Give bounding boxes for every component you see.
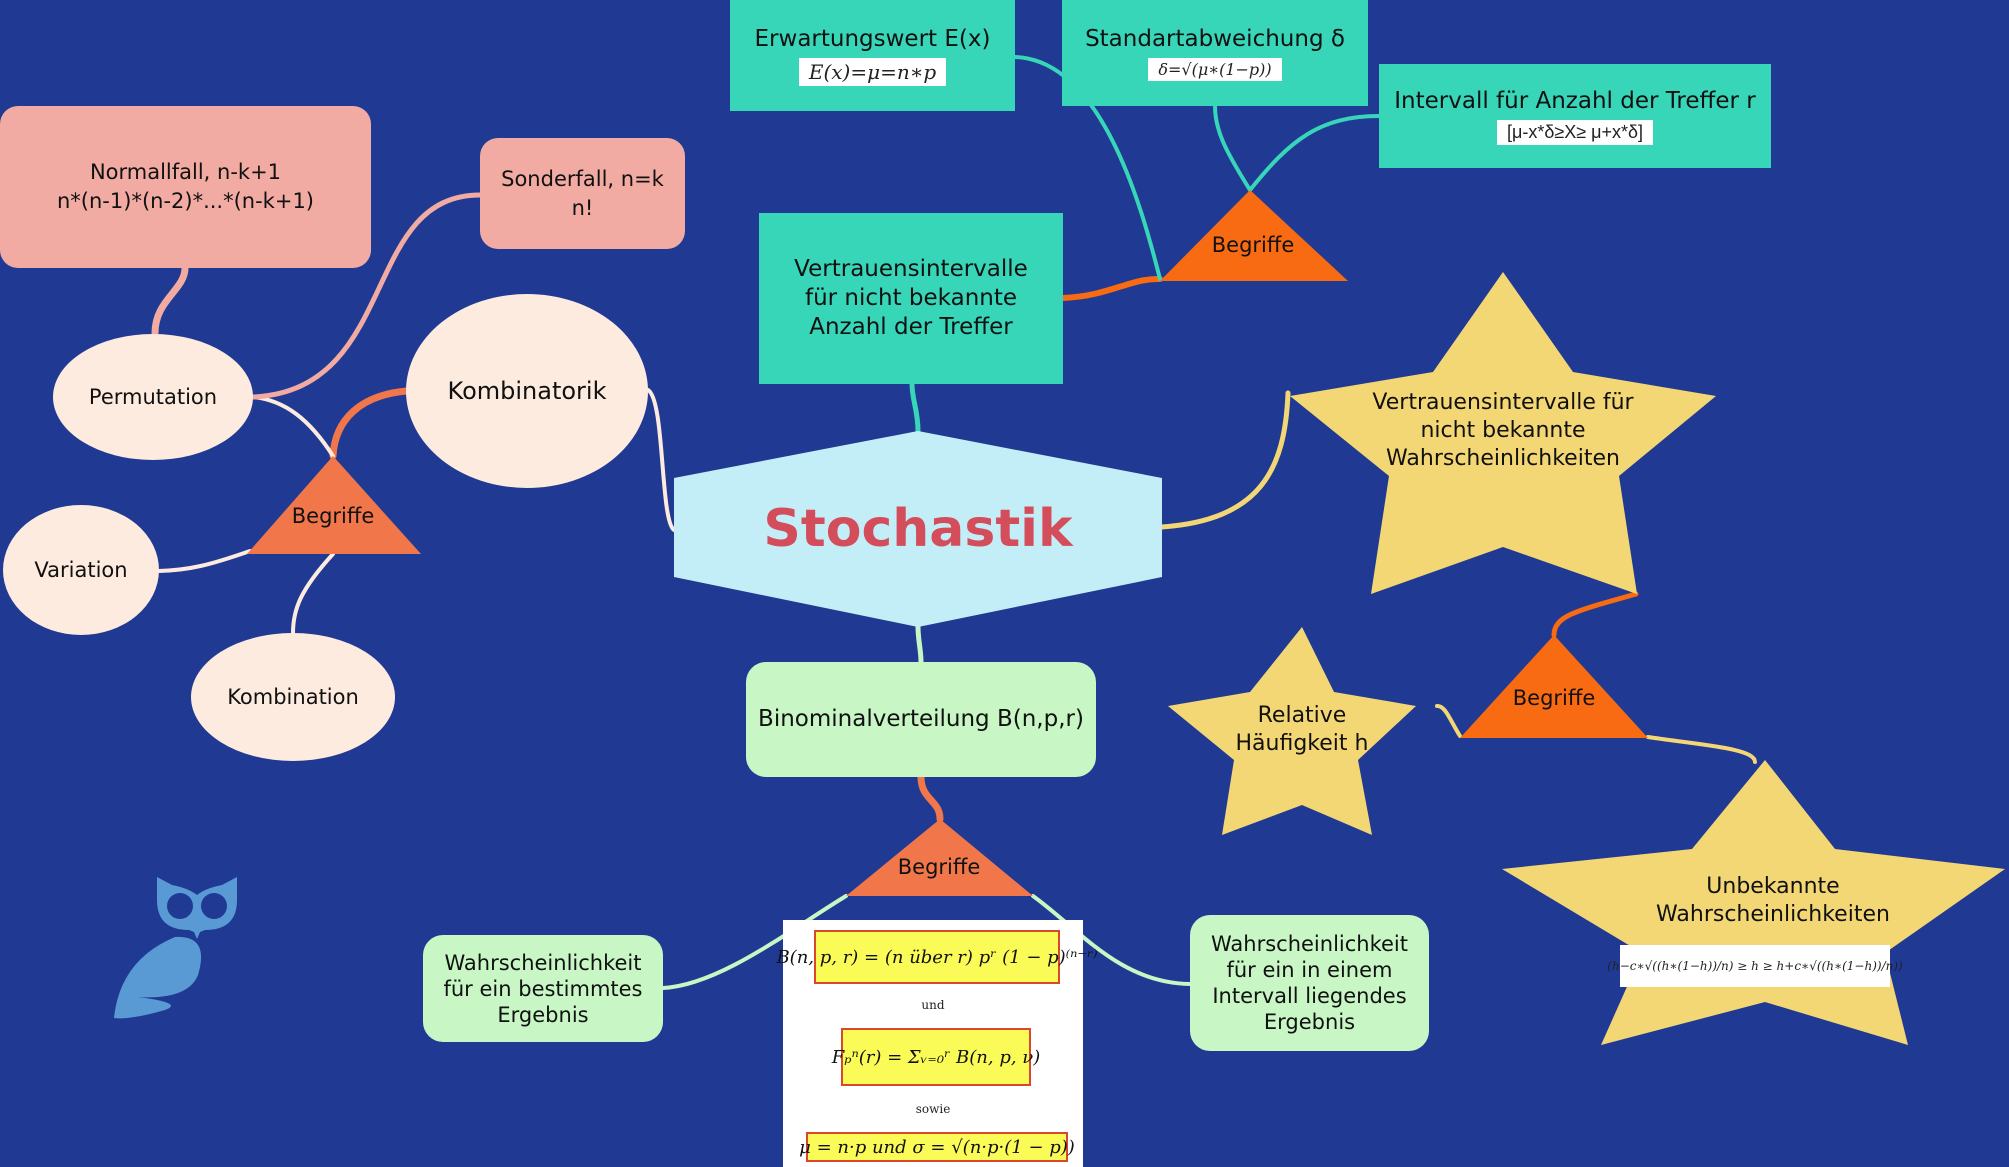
connector-begriffe-permutation xyxy=(251,395,335,458)
connector-center-vertrauen-treffer xyxy=(909,381,921,434)
kombinatorik-label: Kombinatorik xyxy=(447,377,607,405)
standardabweichung-formula: δ=√(μ∗(1−p)) xyxy=(1148,58,1282,81)
connector-begriffe-standardabweichung xyxy=(1213,104,1252,192)
sonderfall-label: Sonderfall, n=k n! xyxy=(501,166,664,220)
connector-star-begriffe xyxy=(1551,591,1639,638)
binomial-formula-3: μ = n·p und σ = √(n·p·(1 − p)) xyxy=(799,1132,1075,1162)
unbekannte-label: Unbekannte Wahrscheinlichkeiten xyxy=(1656,874,1890,927)
bestimmtes-ergebnis-node[interactable]: Wahrscheinlichkeit für ein bestimmtes Er… xyxy=(423,935,663,1042)
center-title: Stochastik xyxy=(763,499,1073,559)
connector-permutation-normallfall xyxy=(151,264,189,337)
variation-label: Variation xyxy=(34,558,128,582)
owl-icon xyxy=(114,877,237,1019)
vertrauen-wahrscheinlichkeit-label: Vertrauensintervalle für nicht bekannte … xyxy=(1372,390,1634,471)
begriffe-triangle-vertrauen-treffer[interactable] xyxy=(1160,190,1348,281)
kombinatorik-node[interactable] xyxy=(406,294,648,488)
connector-begriffe-bestimmtes xyxy=(661,894,848,990)
permutation-label: Permutation xyxy=(88,385,218,409)
normallfall-label: Normallfall, n-k+1 n*(n-1)*(n-2)*...*(n-… xyxy=(57,160,314,213)
begriffe-triangle-kombinatorik[interactable] xyxy=(247,456,421,554)
erwartungswert-label: Erwartungswert E(x) xyxy=(754,26,991,52)
connector-begriffe-relative xyxy=(1435,704,1462,738)
connector-begriffe-intervall xyxy=(1248,114,1381,192)
standardabweichung-node[interactable]: Standartabweichung δ δ=√(μ∗(1−p)) xyxy=(1062,0,1368,106)
begriffe-label-vertrauen-wahrscheinlichkeit: Begriffe xyxy=(1512,686,1596,710)
begriffe-triangle-binomial[interactable] xyxy=(846,819,1033,896)
connector-binomial-begriffe xyxy=(917,773,944,823)
connector-permutation-sonderfall xyxy=(250,192,483,400)
sonderfall-node[interactable]: Sonderfall, n=k n! xyxy=(480,138,685,249)
begriffe-label-kombinatorik: Begriffe xyxy=(291,504,375,528)
intervall-treffer-label: Intervall für Anzahl der Treffer r xyxy=(1394,88,1756,114)
formula-und: und xyxy=(921,998,945,1012)
intervall-ergebnis-label: Wahrscheinlichkeit für ein in einem Inte… xyxy=(1210,932,1409,1034)
relative-haeufigkeit-label: Relative Häufigkeit h xyxy=(1235,703,1369,756)
binomial-node[interactable]: Binominalverteilung B(n,p,r) xyxy=(746,662,1096,777)
vertrauen-treffer-node[interactable]: Vertrauensintervalle für nicht bekannte … xyxy=(759,213,1063,384)
connector-kombinatorik-begriffe xyxy=(329,387,411,460)
connector-begriffe-erwartungswert xyxy=(1013,55,1162,281)
star-relative-haeufigkeit[interactable] xyxy=(1168,627,1416,835)
connector-begriffe-intervall-ergebnis xyxy=(1031,894,1192,986)
erwartungswert-node[interactable]: Erwartungswert E(x) E(x)=μ=n∗p xyxy=(730,0,1015,111)
connector-begriffe-unbekannte xyxy=(1646,735,1757,764)
permutation-node[interactable] xyxy=(53,334,253,460)
connector-center-vertrauen-wahrscheinlichkeit xyxy=(1159,390,1291,530)
formula-sowie: sowie xyxy=(915,1102,951,1116)
begriffe-label-binomial: Begriffe xyxy=(897,855,981,879)
intervall-treffer-node[interactable]: Intervall für Anzahl der Treffer r [μ-x*… xyxy=(1379,64,1771,168)
begriffe-label-vertrauen-treffer: Begriffe xyxy=(1211,233,1295,257)
connector-center-binomial xyxy=(915,624,924,665)
binomial-formula-2: Fₚⁿ(r) = Σᵥ₌₀ʳ B(n, p, ν) xyxy=(832,1028,1040,1086)
variation-node[interactable] xyxy=(3,505,159,635)
unbekannte-formula: (h−c∗√((h∗(1−h))/n) ≥ h ≥ h+c∗√((h∗(1−h)… xyxy=(1607,945,1903,987)
intervall-ergebnis-node[interactable]: Wahrscheinlichkeit für ein in einem Inte… xyxy=(1190,915,1429,1051)
center-hexagon[interactable] xyxy=(674,431,1162,627)
binomial-formula-panel: B(n, p, r) = (n über r) pʳ (1 − p)⁽ⁿ⁻ʳ⁾ … xyxy=(776,920,1098,1167)
kombination-label: Kombination xyxy=(227,685,359,709)
binomial-formula-1: B(n, p, r) = (n über r) pʳ (1 − p)⁽ⁿ⁻ʳ⁾ xyxy=(776,930,1098,984)
connector-center-kombinatorik xyxy=(646,388,676,532)
normallfall-node[interactable]: Normallfall, n-k+1 n*(n-1)*(n-2)*...*(n-… xyxy=(0,106,371,268)
kombination-node[interactable] xyxy=(191,633,395,761)
star-vertrauen-wahrscheinlichkeit[interactable] xyxy=(1290,272,1716,594)
begriffe-triangle-vertrauen-wahrscheinlichkeit[interactable] xyxy=(1460,635,1648,738)
standardabweichung-label: Standartabweichung δ xyxy=(1085,26,1345,52)
bestimmtes-ergebnis-label: Wahrscheinlichkeit für ein bestimmtes Er… xyxy=(443,950,643,1027)
connector-vertrauen-begriffe xyxy=(1060,275,1163,301)
connector-begriffe-kombination xyxy=(291,552,335,635)
intervall-treffer-formula: [μ-x*δ≥X≥ μ+x*δ] xyxy=(1496,120,1654,145)
connector-begriffe-variation xyxy=(157,549,252,573)
binomial-label: Binominalverteilung B(n,p,r) xyxy=(758,706,1084,732)
vertrauen-treffer-label: Vertrauensintervalle für nicht bekannte … xyxy=(794,256,1028,340)
erwartungswert-formula: E(x)=μ=n∗p xyxy=(798,58,947,86)
